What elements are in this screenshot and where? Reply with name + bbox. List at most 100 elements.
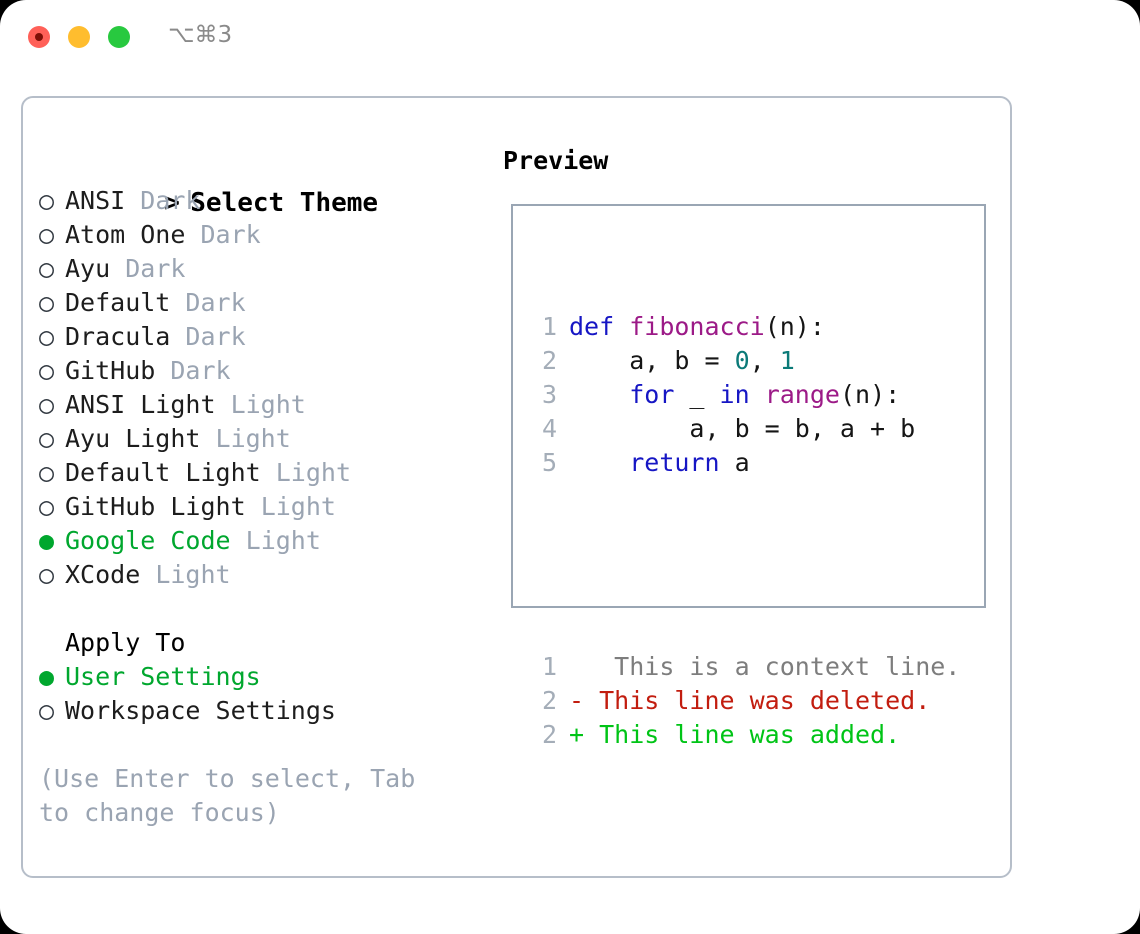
code-token: def <box>569 312 615 341</box>
apply-to-list: ● User Settings ○ Workspace Settings <box>39 660 479 728</box>
code-line: 4 a, b = b, a + b <box>531 412 960 446</box>
theme-item-gap <box>216 390 231 419</box>
code-token: a, b = <box>569 346 735 375</box>
line-number: 3 <box>541 380 557 409</box>
theme-picker: >Select Theme ○ANSI Dark○Atom One Dark○A… <box>39 146 479 830</box>
theme-item-name: Dracula <box>65 322 171 351</box>
theme-item-kind: Light <box>215 424 291 453</box>
apply-to-option-workspace-settings[interactable]: ○ Workspace Settings <box>39 694 479 728</box>
theme-item-name: Default <box>65 288 171 317</box>
maximize-window-button[interactable] <box>108 26 130 48</box>
theme-item-ayu[interactable]: ○Ayu Dark <box>39 252 479 286</box>
theme-item-default-light[interactable]: ○Default Light Light <box>39 456 479 490</box>
diff-line: 2- This line was deleted. <box>531 684 960 718</box>
theme-item-ansi[interactable]: ○ ANSI Dark <box>39 184 479 218</box>
theme-item-gap <box>261 458 276 487</box>
code-token: 1 <box>779 346 795 375</box>
theme-item-gap <box>185 220 200 249</box>
code-token: in <box>719 380 750 409</box>
theme-item-kind: Light <box>155 560 231 589</box>
minimize-window-button[interactable] <box>68 26 90 48</box>
theme-item-gap <box>231 526 246 555</box>
code-token <box>569 380 629 409</box>
radio-unselected-icon: ○ <box>39 254 55 283</box>
code-token: _ <box>674 380 720 409</box>
theme-item-github[interactable]: ○GitHub Dark <box>39 354 479 388</box>
theme-item-atom-one[interactable]: ○ Atom One Dark <box>39 218 479 252</box>
line-number: 2 <box>541 686 557 715</box>
radio-unselected-icon: ○ <box>39 696 55 725</box>
radio-unselected-icon: ○ <box>39 220 55 249</box>
code-token: a, b = b, a + b <box>569 414 916 443</box>
theme-item-kind: Light <box>230 390 306 419</box>
line-number: 2 <box>541 346 557 375</box>
theme-item-name: GitHub <box>65 356 156 385</box>
apply-to-label: Apply To <box>65 628 186 657</box>
code-line: 2 a, b = 0, 1 <box>531 344 960 378</box>
diff-lines: 1 This is a context line.2- This line wa… <box>531 650 960 752</box>
theme-list: ○ANSI Dark○Atom One Dark○Ayu Dark○Defaul… <box>39 184 479 592</box>
caret-icon: > <box>164 188 180 218</box>
radio-unselected-icon: ○ <box>39 356 55 385</box>
theme-item-kind: Light <box>245 526 321 555</box>
code-token: for <box>629 380 675 409</box>
theme-item-gap <box>246 492 261 521</box>
diff-line: 1 This is a context line. <box>531 650 960 684</box>
theme-item-kind: Dark <box>185 322 246 351</box>
theme-item-gap <box>140 560 155 589</box>
theme-item-kind: Dark <box>140 186 201 215</box>
theme-item-name: Atom One <box>65 220 186 249</box>
hint-text: (Use Enter to select, Tab to change focu… <box>39 764 416 827</box>
code-token: , <box>749 346 780 375</box>
diff-text: This line was added. <box>584 720 901 749</box>
title-bar: ⌥⌘3 <box>0 0 1140 76</box>
theme-item-xcode[interactable]: ○XCode Light <box>39 558 479 592</box>
radio-unselected-icon: ○ <box>39 458 55 487</box>
radio-unselected-icon: ○ <box>39 288 55 317</box>
apply-to-option-label: Workspace Settings <box>65 696 336 725</box>
theme-item-google-code[interactable]: ●Google Code Light <box>39 524 479 558</box>
select-theme-title: Select Theme <box>190 188 379 218</box>
diff-text: This is a context line. <box>584 652 961 681</box>
diff-text: This line was deleted. <box>584 686 931 715</box>
radio-unselected-icon: ○ <box>39 390 55 419</box>
theme-item-gap <box>170 322 185 351</box>
theme-item-kind: Dark <box>200 220 261 249</box>
theme-item-github-light[interactable]: ○ GitHub Light Light <box>39 490 479 524</box>
radio-selected-icon: ● <box>39 662 55 691</box>
tui-panel: >Select Theme ○ANSI Dark○Atom One Dark○A… <box>21 96 1012 878</box>
theme-item-name: ANSI <box>65 186 126 215</box>
theme-item-kind: Light <box>260 492 336 521</box>
code-token: fibonacci <box>629 312 765 341</box>
theme-item-kind: Light <box>275 458 351 487</box>
theme-item-ansi-light[interactable]: ○ANSI Light Light <box>39 388 479 422</box>
theme-item-gap <box>200 424 215 453</box>
theme-item-gap <box>110 254 125 283</box>
theme-item-default[interactable]: ○Default Dark <box>39 286 479 320</box>
code-token: 0 <box>734 346 750 375</box>
radio-unselected-icon: ○ <box>39 186 55 215</box>
radio-unselected-icon: ○ <box>39 492 55 521</box>
theme-item-ayu-light[interactable]: ○Ayu Light Light <box>39 422 479 456</box>
diff-marker: - <box>569 686 585 715</box>
keyboard-shortcut-label: ⌥⌘3 <box>168 22 233 48</box>
select-theme-header: > Select Theme <box>39 146 479 218</box>
close-window-button[interactable] <box>28 26 50 48</box>
theme-item-name: GitHub Light <box>65 492 246 521</box>
diff-marker: + <box>569 720 585 749</box>
apply-to-group: Apply To ● User Settings ○ Workspace Settin… <box>39 626 479 728</box>
radio-unselected-icon: ○ <box>39 322 55 351</box>
theme-item-dracula[interactable]: ○ Dracula Dark <box>39 320 479 354</box>
code-token <box>614 312 629 341</box>
theme-item-name: XCode <box>65 560 141 589</box>
apply-to-option-user-settings[interactable]: ● User Settings <box>39 660 479 694</box>
apply-to-option-label: User Settings <box>65 662 261 691</box>
theme-item-gap <box>170 288 185 317</box>
code-token: (n): <box>839 380 901 409</box>
line-number: 1 <box>541 312 557 341</box>
